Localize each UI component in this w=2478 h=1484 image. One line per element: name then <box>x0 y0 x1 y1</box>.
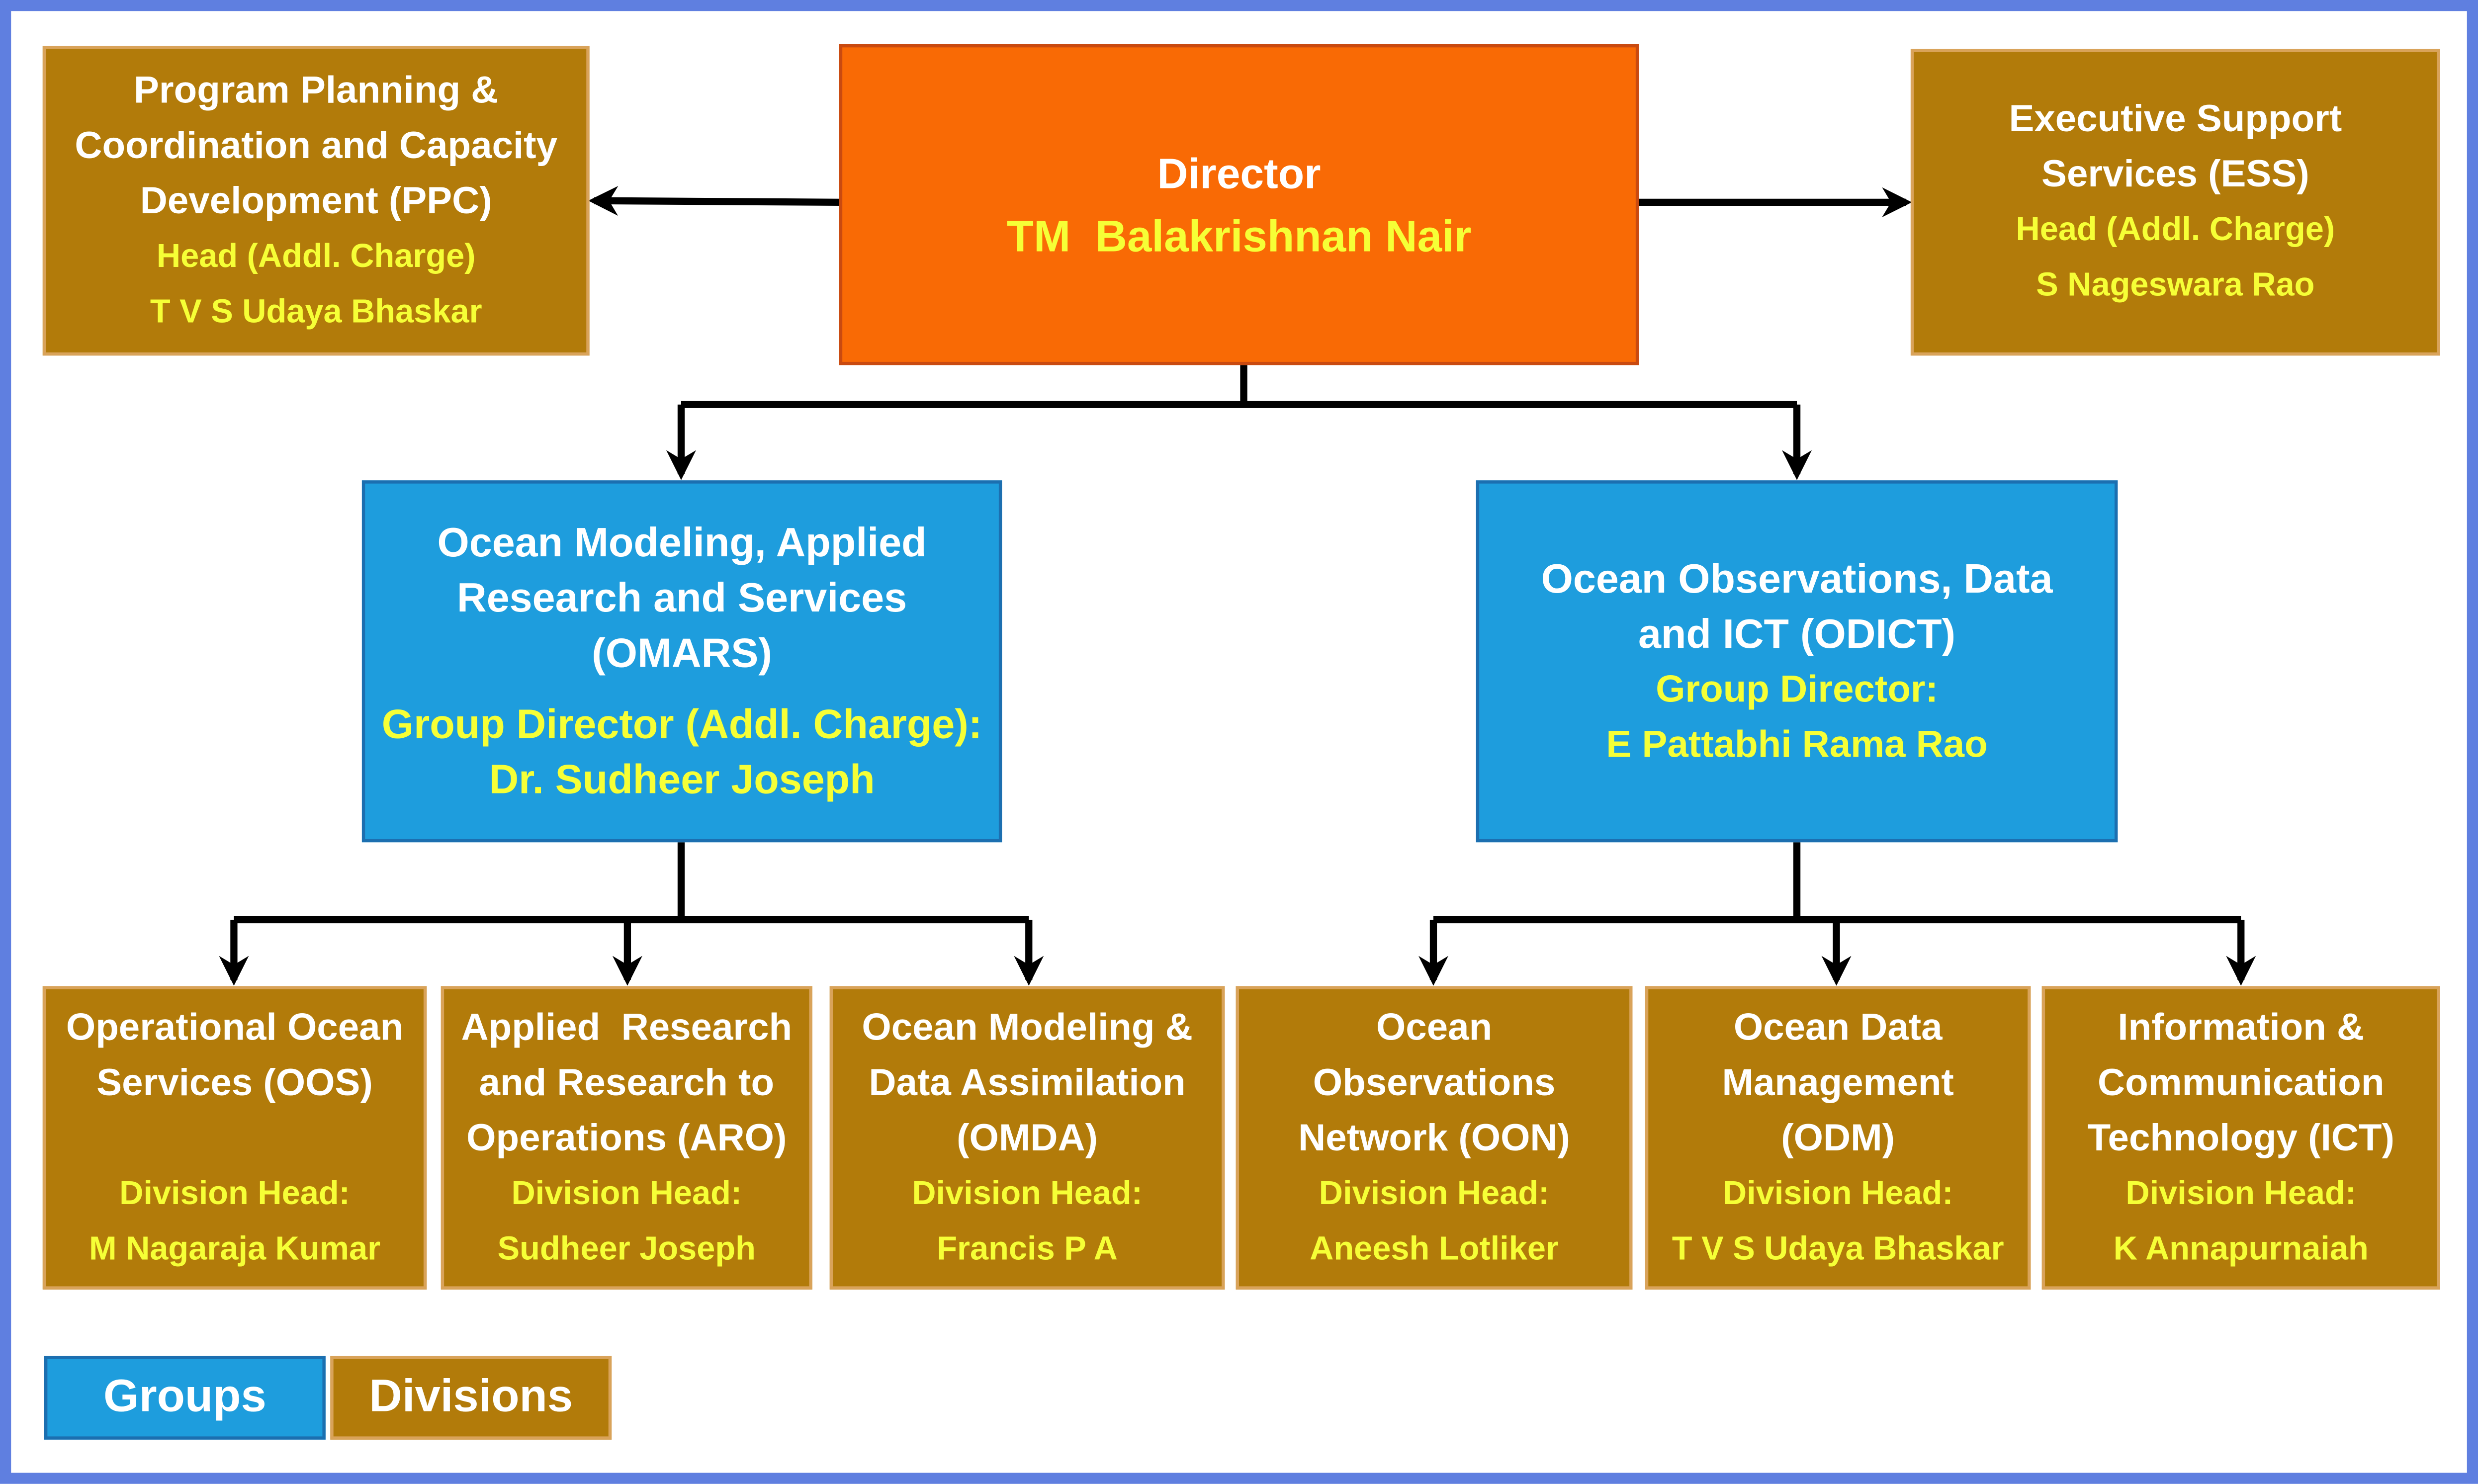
omars-title-line-2: Research and Services <box>457 573 907 621</box>
oos-head-name: M Nagaraja Kumar <box>88 1230 381 1267</box>
ppc-head-label: Head (Addl. Charge) <box>156 238 476 274</box>
odict-head-label: Group Director: <box>1656 667 1939 710</box>
odm-title-line-2: Management <box>1722 1061 1954 1104</box>
omda-title-line-2: Data Assimilation <box>869 1061 1186 1104</box>
omars-head-label: Group Director (Addl. Charge): <box>381 700 982 748</box>
aro-head-label: Division Head: <box>511 1175 742 1212</box>
oon-head-label: Division Head: <box>1319 1175 1550 1212</box>
ict-head-name: K Annapurnaiah <box>2113 1230 2369 1267</box>
omda-title-line-3: (OMDA) <box>957 1116 1098 1159</box>
ict-head-label: Division Head: <box>2125 1175 2357 1212</box>
omda-head-label: Division Head: <box>912 1175 1143 1212</box>
ict-title-line-3: Technology (ICT) <box>2087 1116 2394 1159</box>
ict-title-line-1: Information & <box>2118 1006 2365 1049</box>
director-name: TM Balakrishnan Nair <box>1006 211 1472 260</box>
omda-title-line-1: Ocean Modeling & <box>862 1006 1193 1049</box>
division-box-ict: Information & Communication Technology (… <box>2041 986 2440 1290</box>
arrow-to-ppc <box>588 185 841 216</box>
group-box-odict: Ocean Observations, Data and ICT (ODICT)… <box>1476 480 2118 843</box>
division-box-omda: Ocean Modeling & Data Assimilation (OMDA… <box>829 986 1225 1290</box>
omars-title-line-1: Ocean Modeling, Applied <box>437 518 927 566</box>
aro-title-line-2: and Research to <box>479 1061 775 1104</box>
odm-title-line-1: Ocean Data <box>1733 1006 1943 1049</box>
group-box-omars: Ocean Modeling, Applied Research and Ser… <box>361 480 1002 843</box>
odict-head-name: E Pattabhi Rama Rao <box>1606 723 1988 766</box>
odict-title-line-1: Ocean Observations, Data <box>1541 554 2053 602</box>
ppc-title-line-3: Development (PPC) <box>140 179 492 222</box>
aro-title-line-3: Operations (ARO) <box>466 1116 787 1159</box>
oos-title-line-2: Services (OOS) <box>96 1061 373 1104</box>
omda-head-name: Francis P A <box>937 1230 1118 1267</box>
ict-title-line-2: Communication <box>2098 1061 2385 1104</box>
oon-title-line-1: Ocean <box>1376 1006 1493 1049</box>
omars-title-line-3: (OMARS) <box>592 629 772 677</box>
aro-head-name: Sudheer Joseph <box>497 1230 756 1267</box>
omars-head-name: Dr. Sudheer Joseph <box>489 755 875 803</box>
oon-title-line-3: Network (OON) <box>1298 1116 1570 1159</box>
division-box-aro: Applied Research and Research to Operati… <box>441 986 812 1290</box>
oon-head-name: Aneesh Lotliker <box>1310 1230 1559 1267</box>
director-box: Director TM Balakrishnan Nair <box>839 44 1639 365</box>
ess-title-line-1: Executive Support <box>2009 98 2342 141</box>
oos-head-label: Division Head: <box>119 1175 350 1212</box>
aro-title-line-1: Applied Research <box>461 1006 793 1049</box>
odm-title-line-3: (ODM) <box>1781 1116 1895 1159</box>
legend-divisions: Divisions <box>330 1356 612 1440</box>
ppc-box: Program Planning & Coordination and Capa… <box>42 46 590 356</box>
ess-head-name: S Nageswara Rao <box>2036 267 2315 304</box>
division-box-odm: Ocean Data Management (ODM) Division Hea… <box>1645 986 2031 1290</box>
director-title: Director <box>1157 149 1321 197</box>
legend-groups: Groups <box>44 1356 326 1440</box>
ppc-title-line-2: Coordination and Capacity <box>75 124 558 167</box>
odm-head-label: Division Head: <box>1722 1175 1953 1212</box>
odm-head-name: T V S Udaya Bhaskar <box>1672 1230 2004 1267</box>
ppc-head-name: T V S Udaya Bhaskar <box>150 293 482 330</box>
division-box-oon: Ocean Observations Network (OON) Divisio… <box>1236 986 1633 1290</box>
ppc-title-line-1: Program Planning & <box>134 69 499 112</box>
oos-title-line-1: Operational Ocean <box>66 1006 404 1049</box>
ess-head-label: Head (Addl. Charge) <box>2016 211 2335 249</box>
division-box-oos: Operational Ocean Services (OOS) Divisio… <box>42 986 427 1290</box>
odict-title-line-2: and ICT (ODICT) <box>1638 609 1956 657</box>
oon-title-line-2: Observations <box>1313 1061 1556 1104</box>
ess-box: Executive Support Services (ESS) Head (A… <box>1910 49 2440 356</box>
ess-title-line-2: Services (ESS) <box>2041 153 2309 196</box>
